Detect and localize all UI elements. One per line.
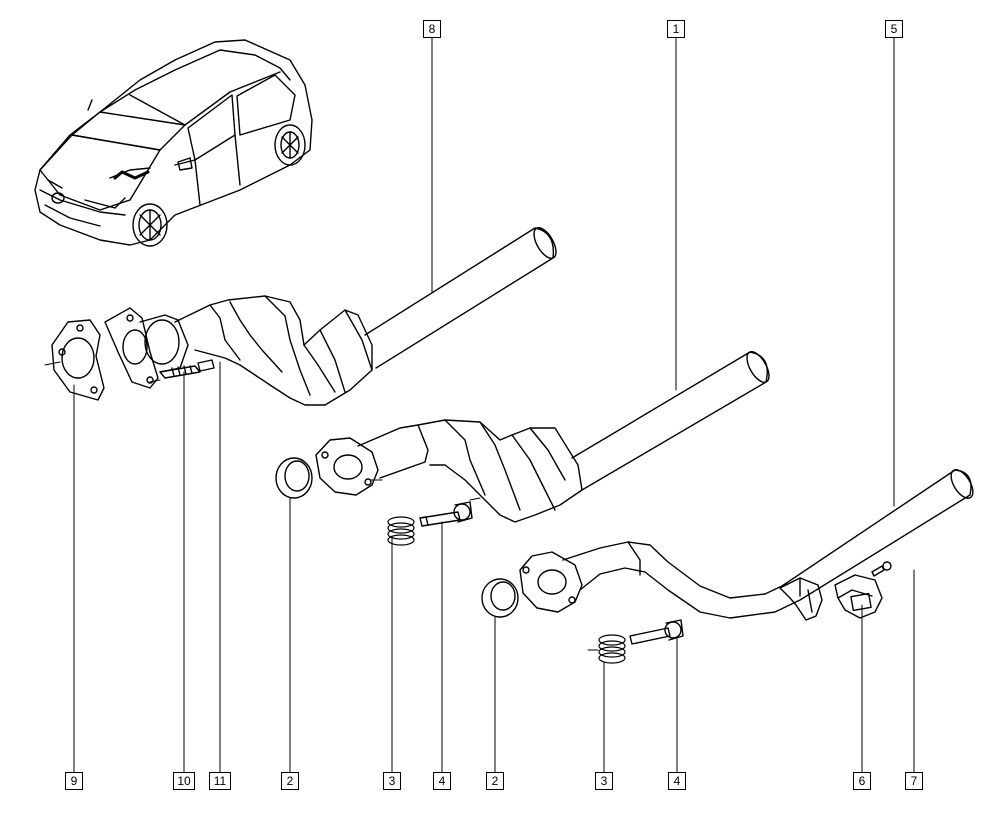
callout-10: 10 bbox=[173, 772, 195, 790]
upper-catalytic-converter bbox=[44, 227, 557, 406]
callout-6: 6 bbox=[853, 772, 871, 790]
middle-catalytic-converter bbox=[275, 351, 770, 546]
callout-9: 9 bbox=[65, 772, 83, 790]
vehicle-illustration bbox=[34, 39, 313, 247]
callout-1: 1 bbox=[667, 20, 685, 38]
callout-4-second: 4 bbox=[668, 772, 686, 790]
leader-lines bbox=[73, 35, 915, 773]
callout-5: 5 bbox=[885, 20, 903, 38]
callout-11: 11 bbox=[209, 772, 231, 790]
callout-7: 7 bbox=[905, 772, 923, 790]
callout-2-second: 2 bbox=[486, 772, 504, 790]
callout-3-second: 3 bbox=[595, 772, 613, 790]
callout-4-first: 4 bbox=[433, 772, 451, 790]
callout-8: 8 bbox=[423, 20, 441, 38]
callout-3-first: 3 bbox=[383, 772, 401, 790]
lower-exhaust-pipe bbox=[481, 469, 974, 664]
callout-2-first: 2 bbox=[281, 772, 299, 790]
